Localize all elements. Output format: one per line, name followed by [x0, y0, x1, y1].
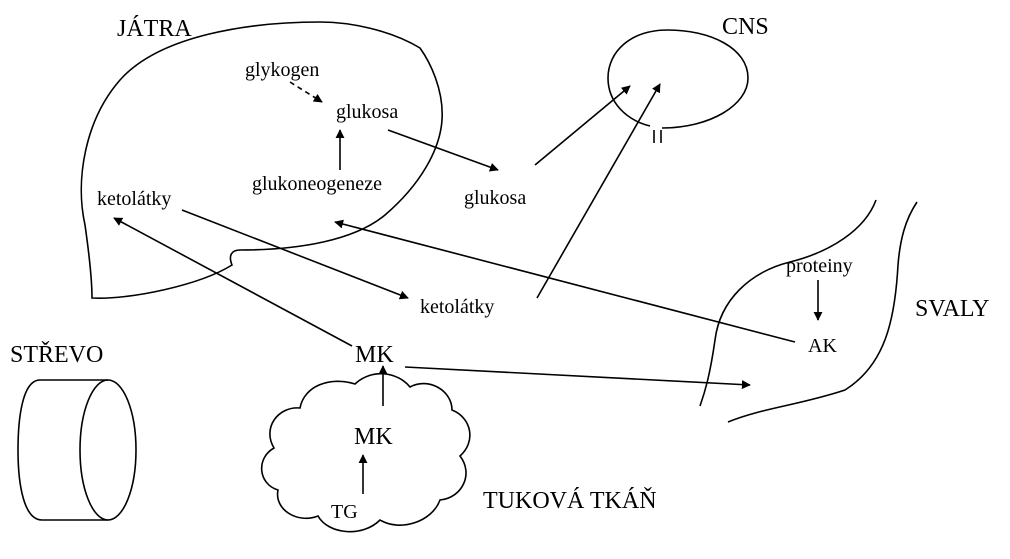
blood-ketones-label: ketolátky	[420, 296, 494, 318]
gluconeogenesis-label: glukoneogeneze	[252, 173, 382, 195]
arrow-liver-glucose-to-blood	[387, 129, 499, 172]
arrow-fatty-acids-to-muscle	[404, 366, 751, 390]
arrow-fatty-acids-to-liver	[113, 217, 353, 347]
proteins-label: proteiny	[786, 255, 853, 277]
blood-fatty-acids-label: MK	[355, 342, 394, 368]
arrow-glycogen-to-glucose	[289, 81, 323, 103]
liver-ketones-label: ketolátky	[97, 188, 171, 210]
arrow-liver-ketones-to-blood	[181, 209, 409, 300]
amino-acids-label: AK	[808, 335, 837, 357]
adipose-fatty-acids-label: MK	[354, 424, 393, 450]
intestine-front-ellipse	[79, 379, 137, 521]
cns-shape	[607, 29, 749, 129]
arrow-blood-glucose-to-cns	[534, 85, 631, 166]
triglycerides-label: TG	[331, 501, 358, 523]
muscles-label: SVALY	[915, 296, 990, 322]
blood-glucose-label: glukosa	[464, 187, 526, 209]
arrow-amino-acids-to-liver	[334, 219, 796, 343]
intestine-shape	[17, 379, 108, 521]
glycogen-label: glykogen	[245, 59, 319, 81]
adipose-label: TUKOVÁ TKÁŇ	[483, 488, 657, 514]
liver-glucose-label: glukosa	[336, 101, 398, 123]
cns-label: CNS	[722, 14, 769, 40]
muscle-shape-right	[727, 201, 918, 423]
liver-shape	[80, 21, 443, 299]
adipose-shape	[260, 372, 471, 533]
muscle-shape-left	[699, 199, 877, 407]
arrow-ketones-to-cns	[536, 83, 661, 299]
liver-label: JÁTRA	[117, 16, 192, 42]
intestine-label: STŘEVO	[10, 342, 103, 368]
